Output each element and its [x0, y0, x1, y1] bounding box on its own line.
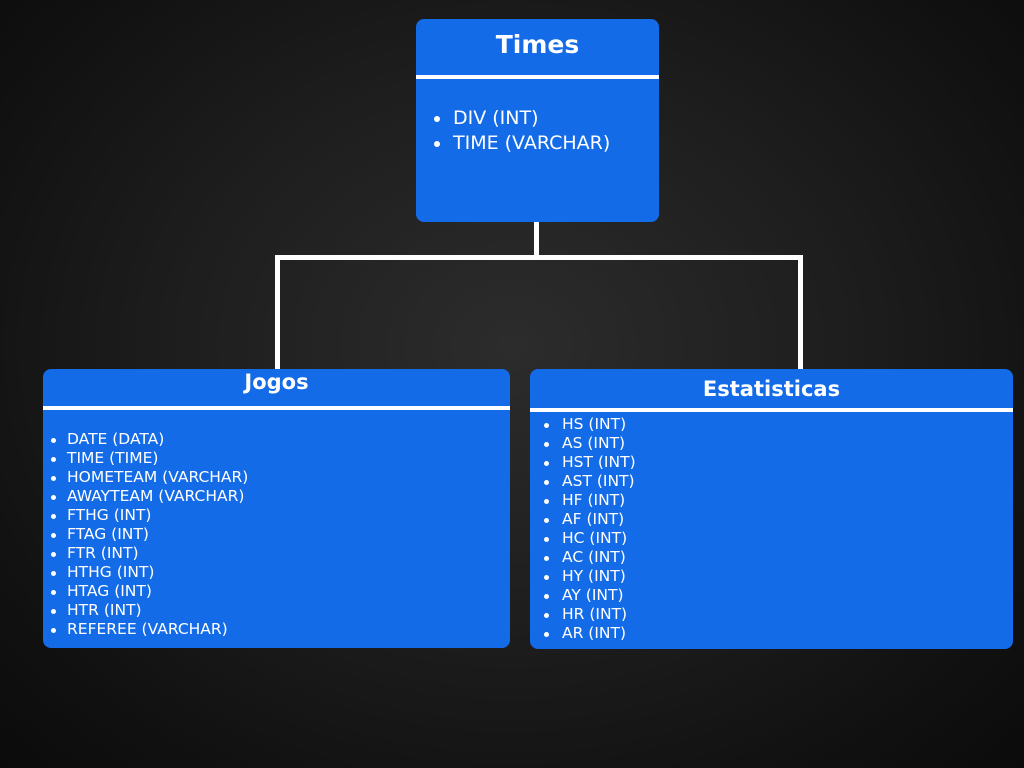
field-item: AF (INT) — [542, 510, 636, 529]
jogos-entity: Jogos DATE (DATA) TIME (TIME) HOMETEAM (… — [43, 369, 510, 648]
estatisticas-entity: Estatisticas HS (INT) AS (INT) HST (INT)… — [530, 369, 1013, 649]
field-item: HST (INT) — [542, 453, 636, 472]
field-item: TIME (TIME) — [47, 449, 248, 468]
field-item: TIME (VARCHAR) — [432, 131, 610, 156]
connector-jogos-drop — [275, 255, 280, 370]
field-item: AY (INT) — [542, 586, 636, 605]
times-entity: Times DIV (INT) TIME (VARCHAR) — [416, 19, 659, 222]
field-item: HC (INT) — [542, 529, 636, 548]
field-item: AC (INT) — [542, 548, 636, 567]
times-divider — [416, 75, 659, 79]
field-item: HY (INT) — [542, 567, 636, 586]
jogos-divider — [43, 406, 510, 410]
field-item: HTR (INT) — [47, 601, 248, 620]
estatisticas-title: Estatisticas — [702, 377, 841, 401]
field-item: REFEREE (VARCHAR) — [47, 620, 248, 639]
field-item: FTHG (INT) — [47, 506, 248, 525]
field-item: FTAG (INT) — [47, 525, 248, 544]
jogos-field-list: DATE (DATA) TIME (TIME) HOMETEAM (VARCHA… — [47, 430, 248, 639]
field-item: HOMETEAM (VARCHAR) — [47, 468, 248, 487]
field-item: HTAG (INT) — [47, 582, 248, 601]
connector-times-stem — [534, 222, 539, 258]
jogos-title: Jogos — [244, 370, 309, 394]
field-item: HF (INT) — [542, 491, 636, 510]
estatisticas-divider — [530, 408, 1013, 412]
times-title: Times — [495, 30, 580, 59]
field-item: HR (INT) — [542, 605, 636, 624]
connector-estatisticas-drop — [798, 255, 803, 370]
field-item: HS (INT) — [542, 415, 636, 434]
field-item: AR (INT) — [542, 624, 636, 643]
field-item: AS (INT) — [542, 434, 636, 453]
field-item: FTR (INT) — [47, 544, 248, 563]
field-item: HTHG (INT) — [47, 563, 248, 582]
connector-horizontal — [275, 255, 803, 260]
field-item: AST (INT) — [542, 472, 636, 491]
field-item: AWAYTEAM (VARCHAR) — [47, 487, 248, 506]
field-item: DIV (INT) — [432, 106, 610, 131]
field-item: DATE (DATA) — [47, 430, 248, 449]
times-field-list: DIV (INT) TIME (VARCHAR) — [432, 106, 610, 156]
estatisticas-field-list: HS (INT) AS (INT) HST (INT) AST (INT) HF… — [542, 415, 636, 643]
